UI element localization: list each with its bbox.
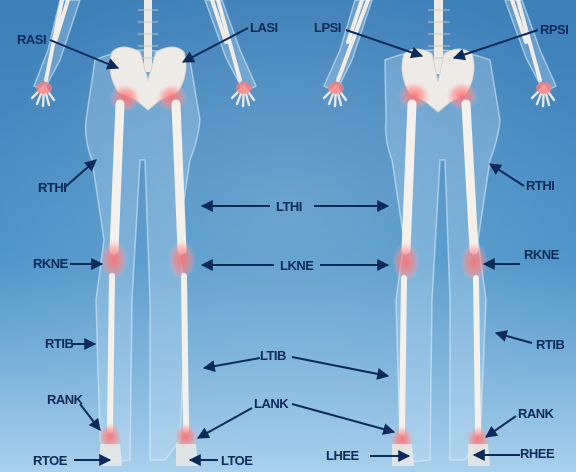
label-lasi: LASI (250, 20, 278, 35)
label-lkne: LKNE (280, 258, 314, 273)
label-rasi: RASI (17, 32, 46, 47)
label-ltib: LTIB (260, 348, 286, 363)
label-rpsi: RPSI (540, 22, 568, 37)
label-rank-back: RANK (518, 406, 555, 421)
label-ltoe: LTOE (221, 453, 253, 468)
label-rthi-front: RTHI (38, 180, 66, 195)
label-rtoe: RTOE (33, 453, 68, 468)
label-rkne-front: RKNE (33, 256, 69, 271)
label-lpsi: LPSI (314, 20, 341, 35)
label-rank-front: RANK (47, 392, 84, 407)
label-rkne-back: RKNE (524, 247, 560, 262)
label-lthi: LTHI (276, 199, 302, 214)
label-lank: LANK (254, 396, 289, 411)
label-rthi-back: RTHI (526, 178, 554, 193)
label-rtib-front: RTIB (45, 336, 73, 351)
label-rtib-back: RTIB (536, 337, 564, 352)
label-rhee: RHEE (520, 446, 555, 461)
label-lhee: LHEE (326, 448, 360, 463)
